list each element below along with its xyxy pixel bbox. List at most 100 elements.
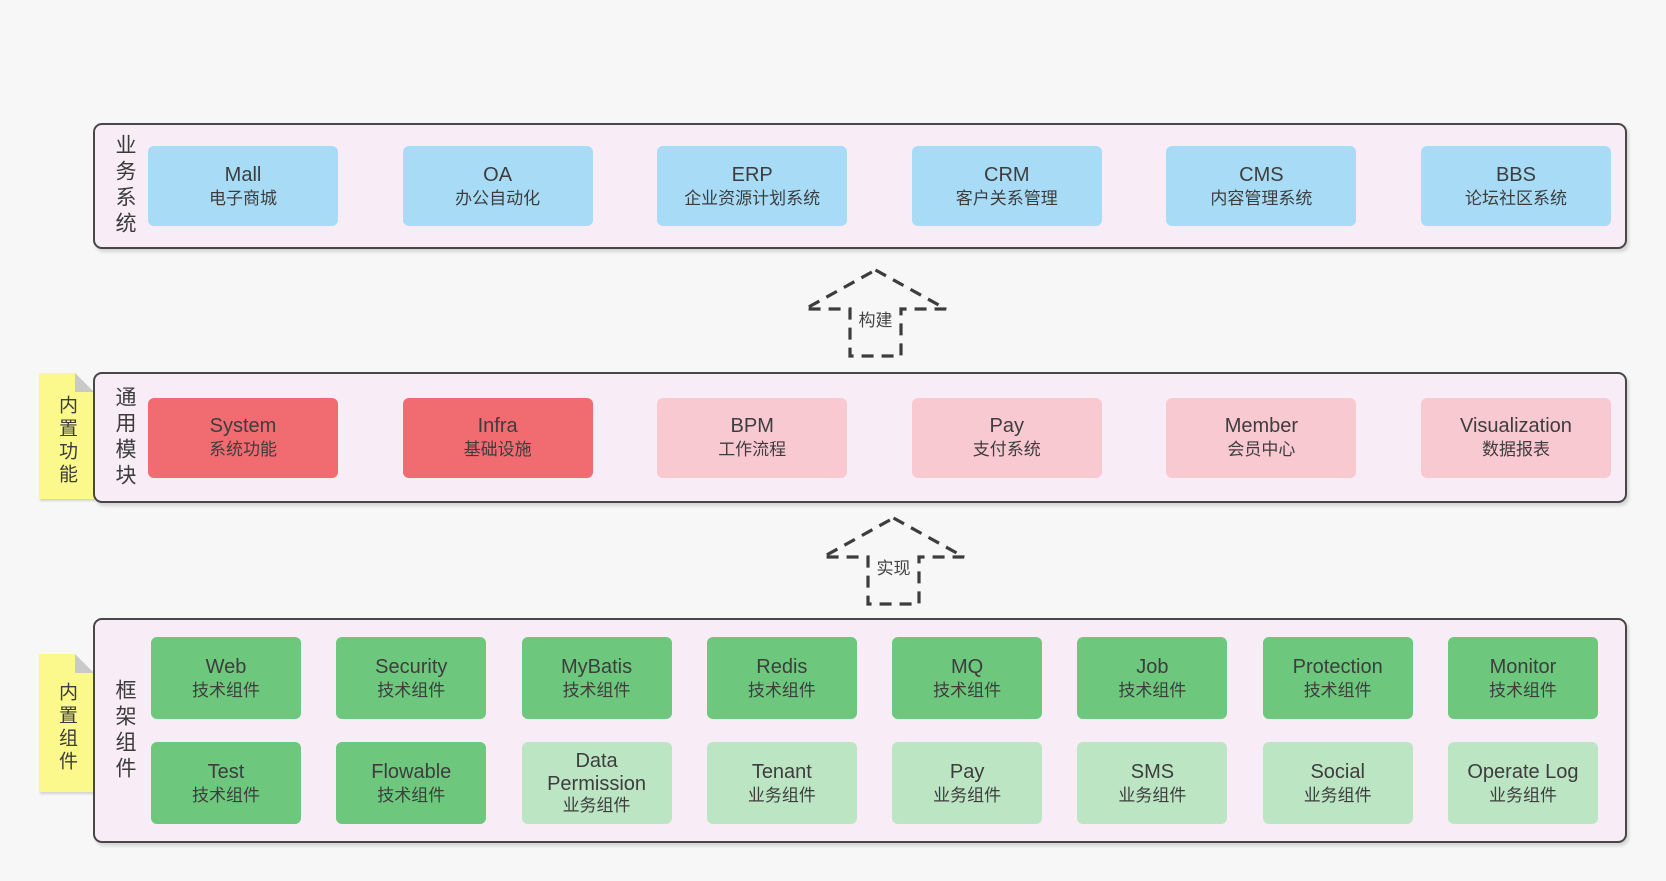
box-crm: CRM 客户关系管理 [911,146,1102,226]
box-visualization: Visualization 数据报表 [1420,397,1611,478]
box-title: CRM [984,163,1030,186]
panel-vertical-label: 框架组件 [113,678,136,783]
box-oa: OA 办公自动化 [402,146,593,226]
box-web: Web 技术组件 [151,637,301,719]
box-title: BPM [730,415,774,438]
panel-box-rows: System 系统功能 Infra 基础设施 BPM 工作流程 Pay 支付系统… [95,374,1625,501]
box-subtitle: 工作流程 [718,440,787,460]
sticky-note-built-in-components: 内置组件 [39,654,94,792]
box-title: Visualization [1460,415,1572,438]
box-cms: CMS 内容管理系统 [1166,146,1357,226]
box-title: Protection [1292,655,1383,678]
box-subtitle: 技术组件 [192,785,260,805]
box-redis: Redis 技术组件 [706,637,857,719]
box-subtitle: 系统功能 [209,440,277,460]
box-subtitle: 技术组件 [1303,680,1372,700]
box-subtitle: 内容管理系统 [1210,188,1313,208]
box-title: Redis [756,655,808,678]
box-subtitle: 数据报表 [1481,440,1550,460]
build-arrow: 构建 [803,268,948,358]
box-subtitle: 业务组件 [1303,785,1372,805]
box-title: CMS [1239,163,1284,186]
box-security: Security 技术组件 [336,637,487,719]
box-title: Flowable [371,760,452,783]
box-tenant: Tenant 业务组件 [706,742,857,824]
arrow-label: 实现 [875,554,912,579]
up-arrow-icon [822,516,965,606]
box-title: Tenant [751,760,812,783]
box-title: MQ [951,655,984,678]
box-operate-log: Operate Log 业务组件 [1447,742,1598,824]
box-mybatis: MyBatis 技术组件 [521,637,672,719]
box-monitor: Monitor 技术组件 [1447,637,1598,719]
sticky-note-label: 内置组件 [56,682,77,774]
box-title: Security [375,655,448,678]
box-bbs: BBS 论坛社区系统 [1420,146,1611,226]
box-title: Infra [477,415,518,438]
box-subtitle: 技术组件 [377,785,446,805]
box-title: Test [207,760,245,783]
box-subtitle: 技术组件 [1488,680,1557,700]
box-row: Web 技术组件 Security 技术组件 MyBatis 技术组件 Redi… [151,637,1598,719]
box-subtitle: 技术组件 [192,680,260,700]
box-subtitle: 支付系统 [972,440,1041,460]
box-social: Social 业务组件 [1262,742,1413,824]
box-title: Mall [224,163,262,186]
box-subtitle: 业务组件 [562,796,631,816]
box-data-permission: Data Permission 业务组件 [521,742,672,824]
box-title: Social [1310,760,1365,783]
box-title: Operate Log [1467,760,1579,783]
box-erp: ERP 企业资源计划系统 [657,146,848,226]
box-title: Member [1224,415,1299,438]
box-title: OA [483,163,513,186]
panel-box-rows: Web 技术组件 Security 技术组件 MyBatis 技术组件 Redi… [95,620,1625,841]
sticky-note-built-in-features: 内置功能 [39,373,94,499]
box-test: Test 技术组件 [151,742,301,824]
panel-vertical-label: 业务系统 [113,134,136,238]
box-subtitle: 电子商城 [209,188,277,208]
box-row: Mall 电子商城 OA 办公自动化 ERP 企业资源计划系统 CRM 客户关系… [148,146,1611,226]
box-title: Job [1136,655,1169,678]
box-subtitle: 论坛社区系统 [1464,188,1567,208]
box-title: Pay [949,760,985,783]
box-mq: MQ 技术组件 [892,637,1043,719]
box-title: Web [205,655,247,678]
box-subtitle: 技术组件 [1118,680,1187,700]
box-job: Job 技术组件 [1077,637,1228,719]
box-subtitle: 会员中心 [1227,440,1296,460]
box-subtitle: 技术组件 [933,680,1002,700]
box-protection: Protection 技术组件 [1262,637,1413,719]
box-subtitle: 办公自动化 [455,188,541,208]
box-subtitle: 业务组件 [1488,785,1557,805]
box-subtitle: 基础设施 [463,440,532,460]
box-title: ERP [731,163,773,186]
box-bpm: BPM 工作流程 [657,397,848,478]
sticky-note-label: 内置功能 [56,395,77,487]
box-title: Pay [989,415,1025,438]
implement-arrow: 实现 [821,516,966,606]
box-sms: SMS 业务组件 [1077,742,1228,824]
panel-common-modules: 通用模块 System 系统功能 Infra 基础设施 BPM 工作流程 Pay… [93,372,1627,503]
panel-box-rows: Mall 电子商城 OA 办公自动化 ERP 企业资源计划系统 CRM 客户关系… [95,125,1625,247]
up-arrow-icon [804,268,947,358]
box-title: BBS [1495,163,1536,186]
box-pay: Pay 支付系统 [911,397,1102,478]
box-title: System [209,415,277,438]
box-title: Monitor [1489,655,1557,678]
box-subtitle: 业务组件 [1118,785,1187,805]
box-subtitle: 企业资源计划系统 [684,188,821,208]
panel-vertical-label: 通用模块 [113,385,136,490]
box-subtitle: 技术组件 [747,680,816,700]
panel-business-systems: 业务系统 Mall 电子商城 OA 办公自动化 ERP 企业资源计划系统 CRM… [93,123,1627,249]
panel-framework-components: 框架组件 Web 技术组件 Security 技术组件 MyBatis 技术组件… [93,618,1627,843]
arrow-label: 构建 [857,306,894,331]
box-row: Test 技术组件 Flowable 技术组件 Data Permission … [151,742,1598,824]
box-title: Data Permission [547,750,647,796]
box-subtitle: 业务组件 [747,785,816,805]
box-flowable: Flowable 技术组件 [336,742,487,824]
box-subtitle: 客户关系管理 [955,188,1058,208]
box-subtitle: 技术组件 [562,680,631,700]
box-infra: Infra 基础设施 [402,397,593,478]
box-row: System 系统功能 Infra 基础设施 BPM 工作流程 Pay 支付系统… [148,397,1611,478]
